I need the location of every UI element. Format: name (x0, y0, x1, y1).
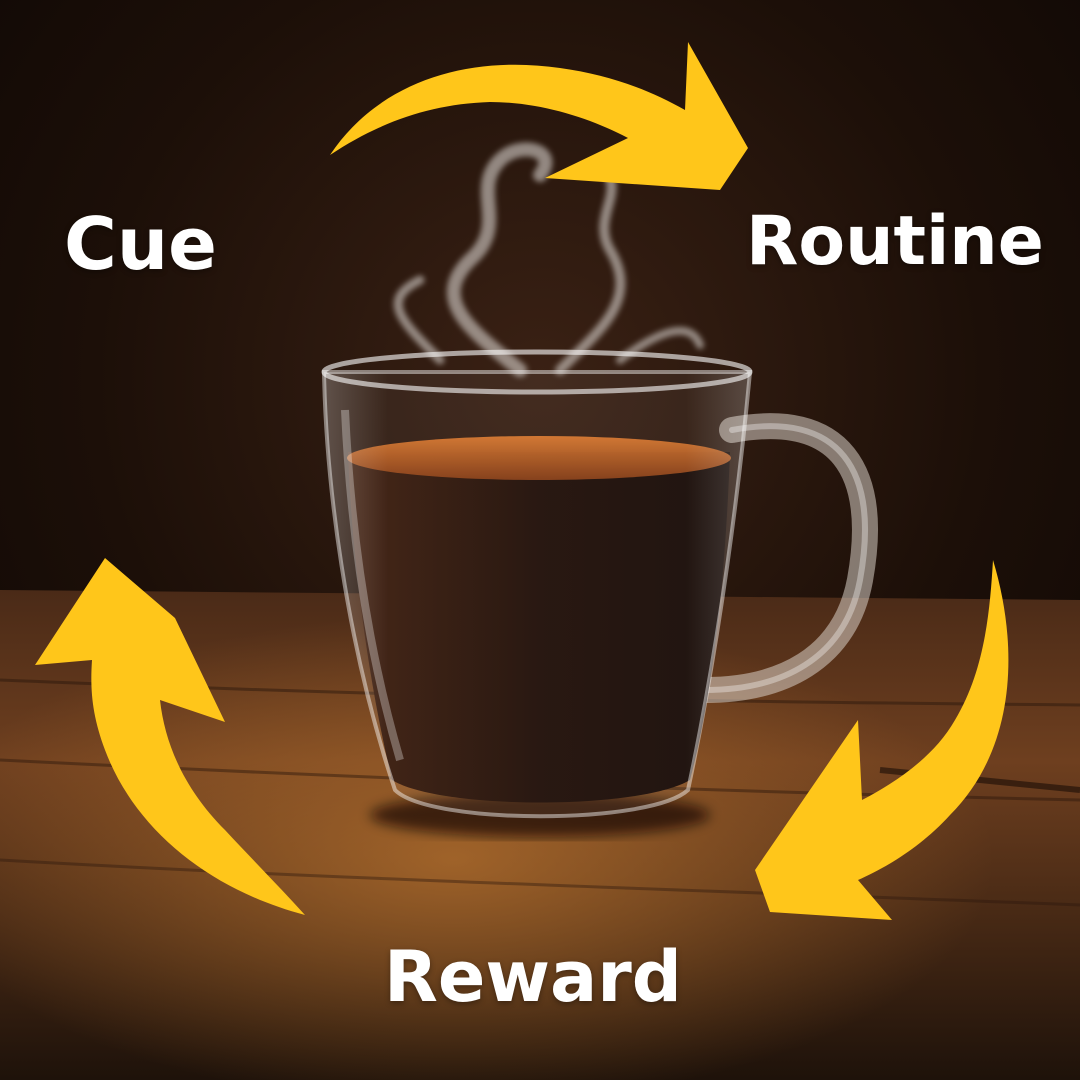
steam (393, 142, 704, 377)
reward-label: Reward (384, 936, 682, 1018)
routine-to-reward-arrow (755, 560, 1009, 920)
routine-label: Routine (746, 202, 1044, 281)
cue-to-routine-arrow (330, 42, 748, 190)
cue-label: Cue (64, 202, 217, 286)
glass-mug (321, 349, 878, 819)
reward-to-cue-arrow (35, 558, 305, 915)
